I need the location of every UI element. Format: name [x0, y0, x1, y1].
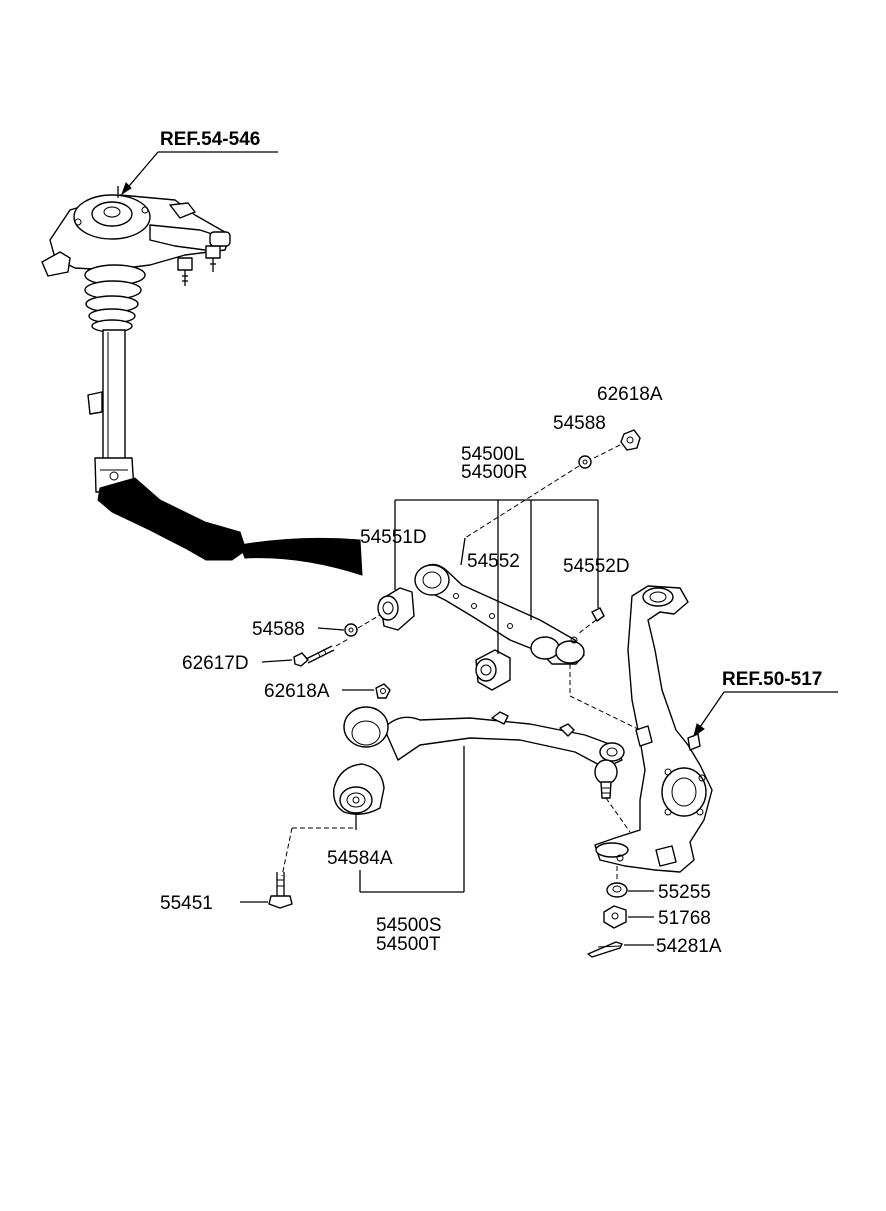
- label-62618A-mid[interactable]: 62618A: [264, 681, 330, 702]
- label-54500R[interactable]: 54500R: [461, 462, 528, 483]
- bolt-54552D[interactable]: [577, 607, 605, 635]
- label-54552D[interactable]: 54552D: [563, 556, 630, 577]
- label-54500L[interactable]: 54500L: [461, 444, 524, 465]
- nut-62618A-mid[interactable]: [375, 683, 391, 699]
- lower-control-arm[interactable]: [343, 706, 625, 799]
- bolt-62617D[interactable]: [293, 645, 335, 667]
- label-54552[interactable]: 54552: [467, 551, 520, 572]
- label-54584A[interactable]: 54584A: [327, 848, 393, 869]
- bolt-55451[interactable]: [268, 872, 293, 909]
- label-54588-left[interactable]: 54588: [252, 619, 305, 640]
- nut-62618A-top[interactable]: [620, 429, 641, 451]
- ref-label-knuckle[interactable]: REF.50-517: [722, 669, 822, 690]
- label-54281A[interactable]: 54281A: [656, 936, 722, 957]
- label-51768[interactable]: 51768: [658, 908, 711, 929]
- label-55255[interactable]: 55255: [658, 882, 711, 903]
- steering-knuckle[interactable]: [594, 585, 713, 873]
- label-55451[interactable]: 55451: [160, 893, 213, 914]
- label-54500S[interactable]: 54500S: [376, 915, 442, 936]
- label-54588-top[interactable]: 54588: [553, 413, 606, 434]
- nut-55255[interactable]: [606, 882, 628, 898]
- bushing-54584A[interactable]: [333, 763, 385, 815]
- bushing-54552[interactable]: [475, 649, 511, 691]
- bushing-54551D[interactable]: [377, 587, 415, 631]
- strut-assembly[interactable]: [41, 151, 363, 576]
- label-62618A-top[interactable]: 62618A: [597, 384, 663, 405]
- upper-arm-link[interactable]: [414, 563, 585, 665]
- label-54500T[interactable]: 54500T: [376, 934, 441, 955]
- nut-51768[interactable]: [603, 905, 627, 929]
- cotter-pin-54281A[interactable]: [587, 941, 623, 958]
- label-54551D[interactable]: 54551D: [360, 527, 427, 548]
- ref-label-strut[interactable]: REF.54-546: [160, 129, 260, 150]
- label-62617D[interactable]: 62617D: [182, 653, 249, 674]
- washer-54588-left[interactable]: [344, 623, 358, 637]
- washer-54588-top[interactable]: [578, 455, 592, 469]
